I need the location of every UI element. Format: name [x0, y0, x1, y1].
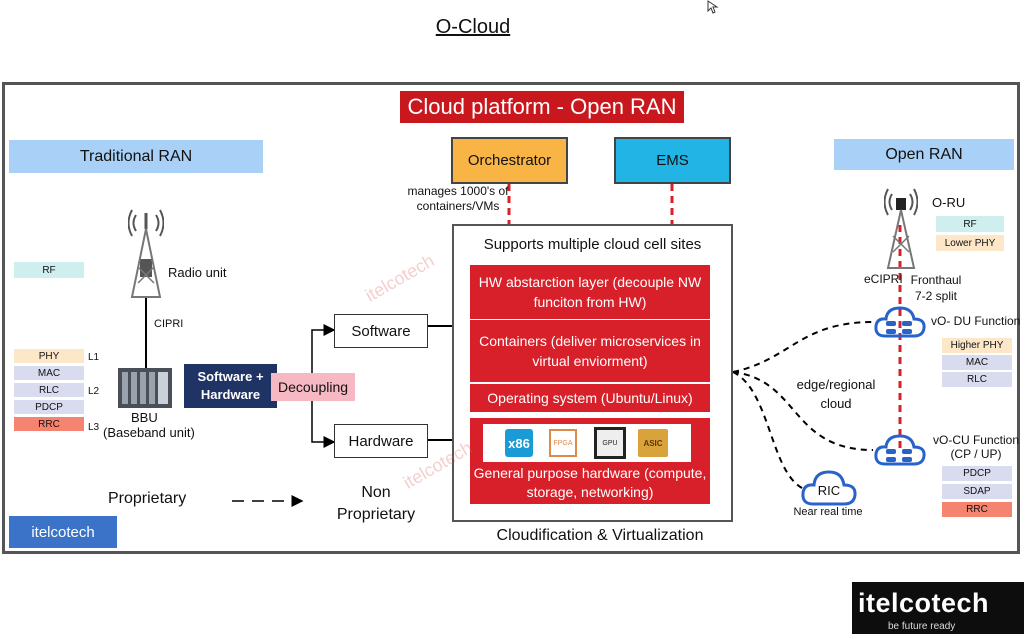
cloudification-caption: Cloudification & Virtualization — [496, 527, 704, 544]
gpu-chip-icon: GPU — [594, 427, 626, 459]
cu-pdcp-block: PDCP — [942, 466, 1012, 481]
ric-cloud-icon — [801, 470, 857, 506]
software-hardware-box: Software + Hardware — [184, 364, 277, 408]
open-ran-header: Open RAN — [834, 139, 1014, 170]
fronthaul-label: Fronthaul 7-2 split — [910, 273, 962, 303]
level-l3: L3 — [88, 422, 100, 433]
cu-rrc-block: RRC — [942, 502, 1012, 517]
radio-unit-label: Radio unit — [168, 265, 227, 280]
cu-sdap-block: SDAP — [942, 484, 1012, 499]
itelcotech-logo — [852, 582, 1024, 634]
manages-containers-label: manages 1000's of containers/VMs — [407, 184, 509, 213]
du-higher-phy-block: Higher PHY — [942, 338, 1012, 353]
du-mac-block: MAC — [942, 355, 1012, 370]
level-l1: L1 — [88, 352, 100, 363]
radio-tower-icon — [128, 209, 164, 298]
bbu-label: BBU — [131, 410, 158, 425]
ecipri-label: eCIPRI — [864, 272, 903, 286]
ric-sub-label: Near real time — [793, 506, 863, 518]
cu-cloud-icon — [874, 434, 926, 466]
containers-layer: Containers (deliver microservices in vir… — [470, 320, 710, 382]
du-function-label: vO- DU Function — [931, 314, 1021, 328]
oru-label: O-RU — [932, 195, 966, 210]
rlc-block: RLC — [14, 383, 84, 397]
orchestrator-box: Orchestrator — [451, 137, 568, 184]
page-title: O-Cloud — [435, 16, 511, 38]
itelcotech-badge: itelcotech — [9, 516, 117, 548]
cloud-platform-banner: Cloud platform - Open RAN — [400, 91, 684, 123]
fpga-chip-icon: FPGA — [549, 429, 577, 457]
bbu-server-icon — [118, 368, 172, 408]
mouse-cursor-icon — [707, 0, 719, 14]
rrc-block: RRC — [14, 417, 84, 431]
bbu-sub-label: (Baseband unit) — [103, 425, 195, 440]
hw-abstraction-layer: HW abstarction layer (decouple NW funcit… — [470, 265, 710, 319]
software-box: Software — [334, 314, 428, 348]
gp-hardware-label: General purpose hardware (compute, stora… — [473, 465, 707, 500]
decoupling-tag: Decoupling — [271, 373, 355, 401]
du-rlc-block: RLC — [942, 372, 1012, 387]
rf-block: RF — [14, 262, 84, 278]
oru-lower-phy-block: Lower PHY — [936, 235, 1004, 251]
oru-tower-icon — [884, 188, 918, 269]
edge-cloud-label: edge/regional cloud — [796, 377, 876, 411]
logo-text: itelcotech — [858, 588, 990, 618]
panel-title: Supports multiple cloud cell sites — [483, 236, 702, 253]
cipri-label: CIPRI — [154, 318, 184, 330]
proprietary-label: Proprietary — [108, 490, 187, 507]
non-proprietary-label: Non Proprietary — [336, 484, 416, 523]
hardware-box: Hardware — [334, 424, 428, 458]
phy-block: PHY — [14, 349, 84, 363]
ric-label: RIC — [817, 483, 841, 498]
cu-function-label: vO-CU Function (CP / UP) — [932, 433, 1020, 461]
oru-rf-block: RF — [936, 216, 1004, 232]
level-l2: L2 — [88, 386, 100, 397]
diagram-frame — [2, 82, 1020, 554]
asic-chip-icon: ASIC — [638, 429, 668, 457]
ems-box: EMS — [614, 137, 731, 184]
os-layer: Operating system (Ubuntu/Linux) — [470, 384, 710, 412]
x86-chip-icon: x86 — [505, 429, 533, 457]
mac-block: MAC — [14, 366, 84, 380]
du-cloud-icon — [874, 306, 926, 338]
pdcp-block: PDCP — [14, 400, 84, 414]
traditional-ran-header: Traditional RAN — [9, 140, 263, 173]
logo-tagline: be future ready — [888, 621, 956, 632]
